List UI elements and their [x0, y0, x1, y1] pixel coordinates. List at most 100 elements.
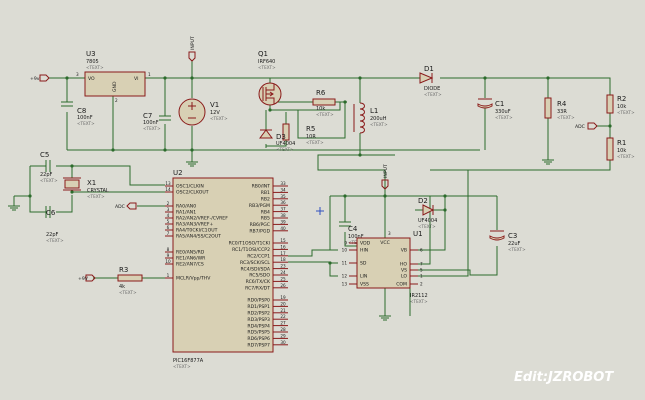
- svg-text:12: 12: [342, 274, 348, 279]
- capacitor-c3: C3 22uF <TEXT>: [489, 230, 526, 252]
- terminal-vin-r3: +9V: [78, 274, 96, 282]
- terminal-input-u1: INPUT: [381, 164, 389, 190]
- terminal-label: +9v: [30, 76, 40, 82]
- svg-text:RB5: RB5: [261, 216, 270, 222]
- svg-text:10: 10: [165, 259, 171, 264]
- svg-text:HIN: HIN: [360, 248, 368, 254]
- svg-text:1: 1: [167, 273, 170, 278]
- svg-text:VSS: VSS: [360, 282, 369, 288]
- svg-text:100nF: 100nF: [77, 115, 93, 121]
- svg-text:10k: 10k: [617, 148, 626, 154]
- capacitor-c6: C6 22pF <TEXT>: [45, 206, 64, 243]
- svg-text:VDD: VDD: [360, 241, 371, 247]
- microcontroller-u2: U2 PIC16F877A <TEXT> 13OSC1/CLKIN14OSC2/…: [165, 169, 288, 369]
- svg-text:RC5/SDO: RC5/SDO: [249, 273, 270, 279]
- svg-text:3: 3: [76, 72, 79, 77]
- terminal-adc-u2: ADC: [115, 202, 137, 210]
- svg-text:VCC: VCC: [380, 240, 390, 246]
- cursor-crosshair-icon: [316, 207, 324, 215]
- svg-text:15: 15: [280, 238, 286, 243]
- svg-text:RA1/AN1: RA1/AN1: [176, 210, 196, 216]
- svg-text:23: 23: [280, 264, 286, 269]
- resistor-r4: R4 33R <TEXT>: [544, 97, 575, 120]
- svg-text:<TEXT>: <TEXT>: [370, 122, 388, 127]
- svg-text:RB7/PGD: RB7/PGD: [249, 229, 270, 235]
- u1-pin-right: 6VB: [401, 248, 423, 254]
- svg-text:18: 18: [280, 257, 286, 262]
- svg-text:RB3/PGM: RB3/PGM: [249, 203, 270, 209]
- diode-d2: D2 UF4004 <TEXT>: [418, 197, 437, 229]
- svg-text:RD5/PSP5: RD5/PSP5: [247, 330, 270, 336]
- svg-text:V1: V1: [210, 101, 219, 109]
- capacitor-c8: C8 100nF <TEXT>: [61, 101, 95, 126]
- svg-text:PIC16F877A: PIC16F877A: [173, 358, 204, 364]
- svg-text:RA4/T0CKI/C1OUT: RA4/T0CKI/C1OUT: [176, 228, 218, 234]
- svg-text:25: 25: [280, 276, 286, 281]
- svg-text:IRF640: IRF640: [258, 59, 275, 65]
- svg-text:39: 39: [280, 219, 286, 224]
- svg-text:<TEXT>: <TEXT>: [86, 65, 104, 70]
- capacitor-c1: C1 330uF <TEXT>: [477, 98, 513, 120]
- svg-text:7: 7: [420, 262, 423, 267]
- svg-text:16: 16: [280, 244, 286, 249]
- capacitor-c7: C7 100nF <TEXT>: [143, 112, 171, 131]
- svg-text:RD1/PSP1: RD1/PSP1: [247, 304, 270, 310]
- regulator-u3: U3 7805 <TEXT> VO VI GND 3 1 2: [76, 50, 151, 103]
- svg-text:17: 17: [280, 251, 286, 256]
- svg-text:RC1/T1OSI/CCP2: RC1/T1OSI/CCP2: [232, 247, 270, 253]
- u1-pin-left: 9 VDD: [344, 241, 370, 247]
- svg-text:RD0/PSP0: RD0/PSP0: [247, 298, 270, 304]
- svg-text:<TEXT>: <TEXT>: [119, 290, 137, 295]
- svg-text:2: 2: [115, 98, 118, 103]
- svg-text:24: 24: [280, 270, 286, 275]
- svg-text:RA3/AN3/VREF+: RA3/AN3/VREF+: [176, 222, 214, 228]
- terminal-label: INPUT: [190, 36, 196, 50]
- svg-text:DIODE: DIODE: [424, 86, 440, 92]
- svg-text:<TEXT>: <TEXT>: [617, 110, 635, 115]
- svg-text:C3: C3: [508, 232, 517, 240]
- svg-text:R6: R6: [316, 89, 326, 97]
- svg-text:VO: VO: [88, 76, 95, 82]
- watermark-text: Edit:JZROBOT: [514, 370, 614, 385]
- svg-text:RA0/AN0: RA0/AN0: [176, 204, 196, 210]
- svg-text:26: 26: [280, 283, 286, 288]
- svg-text:20: 20: [280, 301, 286, 306]
- svg-text:D2: D2: [418, 197, 428, 205]
- svg-text:RC3/SCK/SCL: RC3/SCK/SCL: [240, 260, 270, 266]
- svg-text:VB: VB: [401, 248, 407, 254]
- svg-text:2: 2: [420, 282, 423, 287]
- svg-text:9: 9: [344, 241, 347, 246]
- svg-text:RC0/T1OSO/T1CKI: RC0/T1OSO/T1CKI: [229, 241, 270, 247]
- svg-text:X1: X1: [87, 179, 96, 187]
- svg-text:21: 21: [280, 308, 286, 313]
- diode-d1: D1 DIODE <TEXT>: [419, 65, 442, 97]
- svg-text:VI: VI: [134, 76, 139, 82]
- svg-text:<TEXT>: <TEXT>: [495, 115, 513, 120]
- svg-text:RE2/AN7/CS: RE2/AN7/CS: [176, 262, 204, 268]
- svg-text:5: 5: [167, 219, 170, 224]
- svg-text:27: 27: [280, 321, 286, 326]
- svg-text:U1: U1: [413, 230, 423, 238]
- svg-text:C8: C8: [77, 107, 86, 115]
- svg-text:33: 33: [280, 181, 286, 186]
- svg-text:<TEXT>: <TEXT>: [424, 92, 442, 97]
- svg-text:<TEXT>: <TEXT>: [173, 364, 191, 369]
- svg-text:34: 34: [280, 187, 286, 192]
- svg-text:GND: GND: [112, 81, 118, 92]
- svg-text:RB2: RB2: [261, 197, 270, 203]
